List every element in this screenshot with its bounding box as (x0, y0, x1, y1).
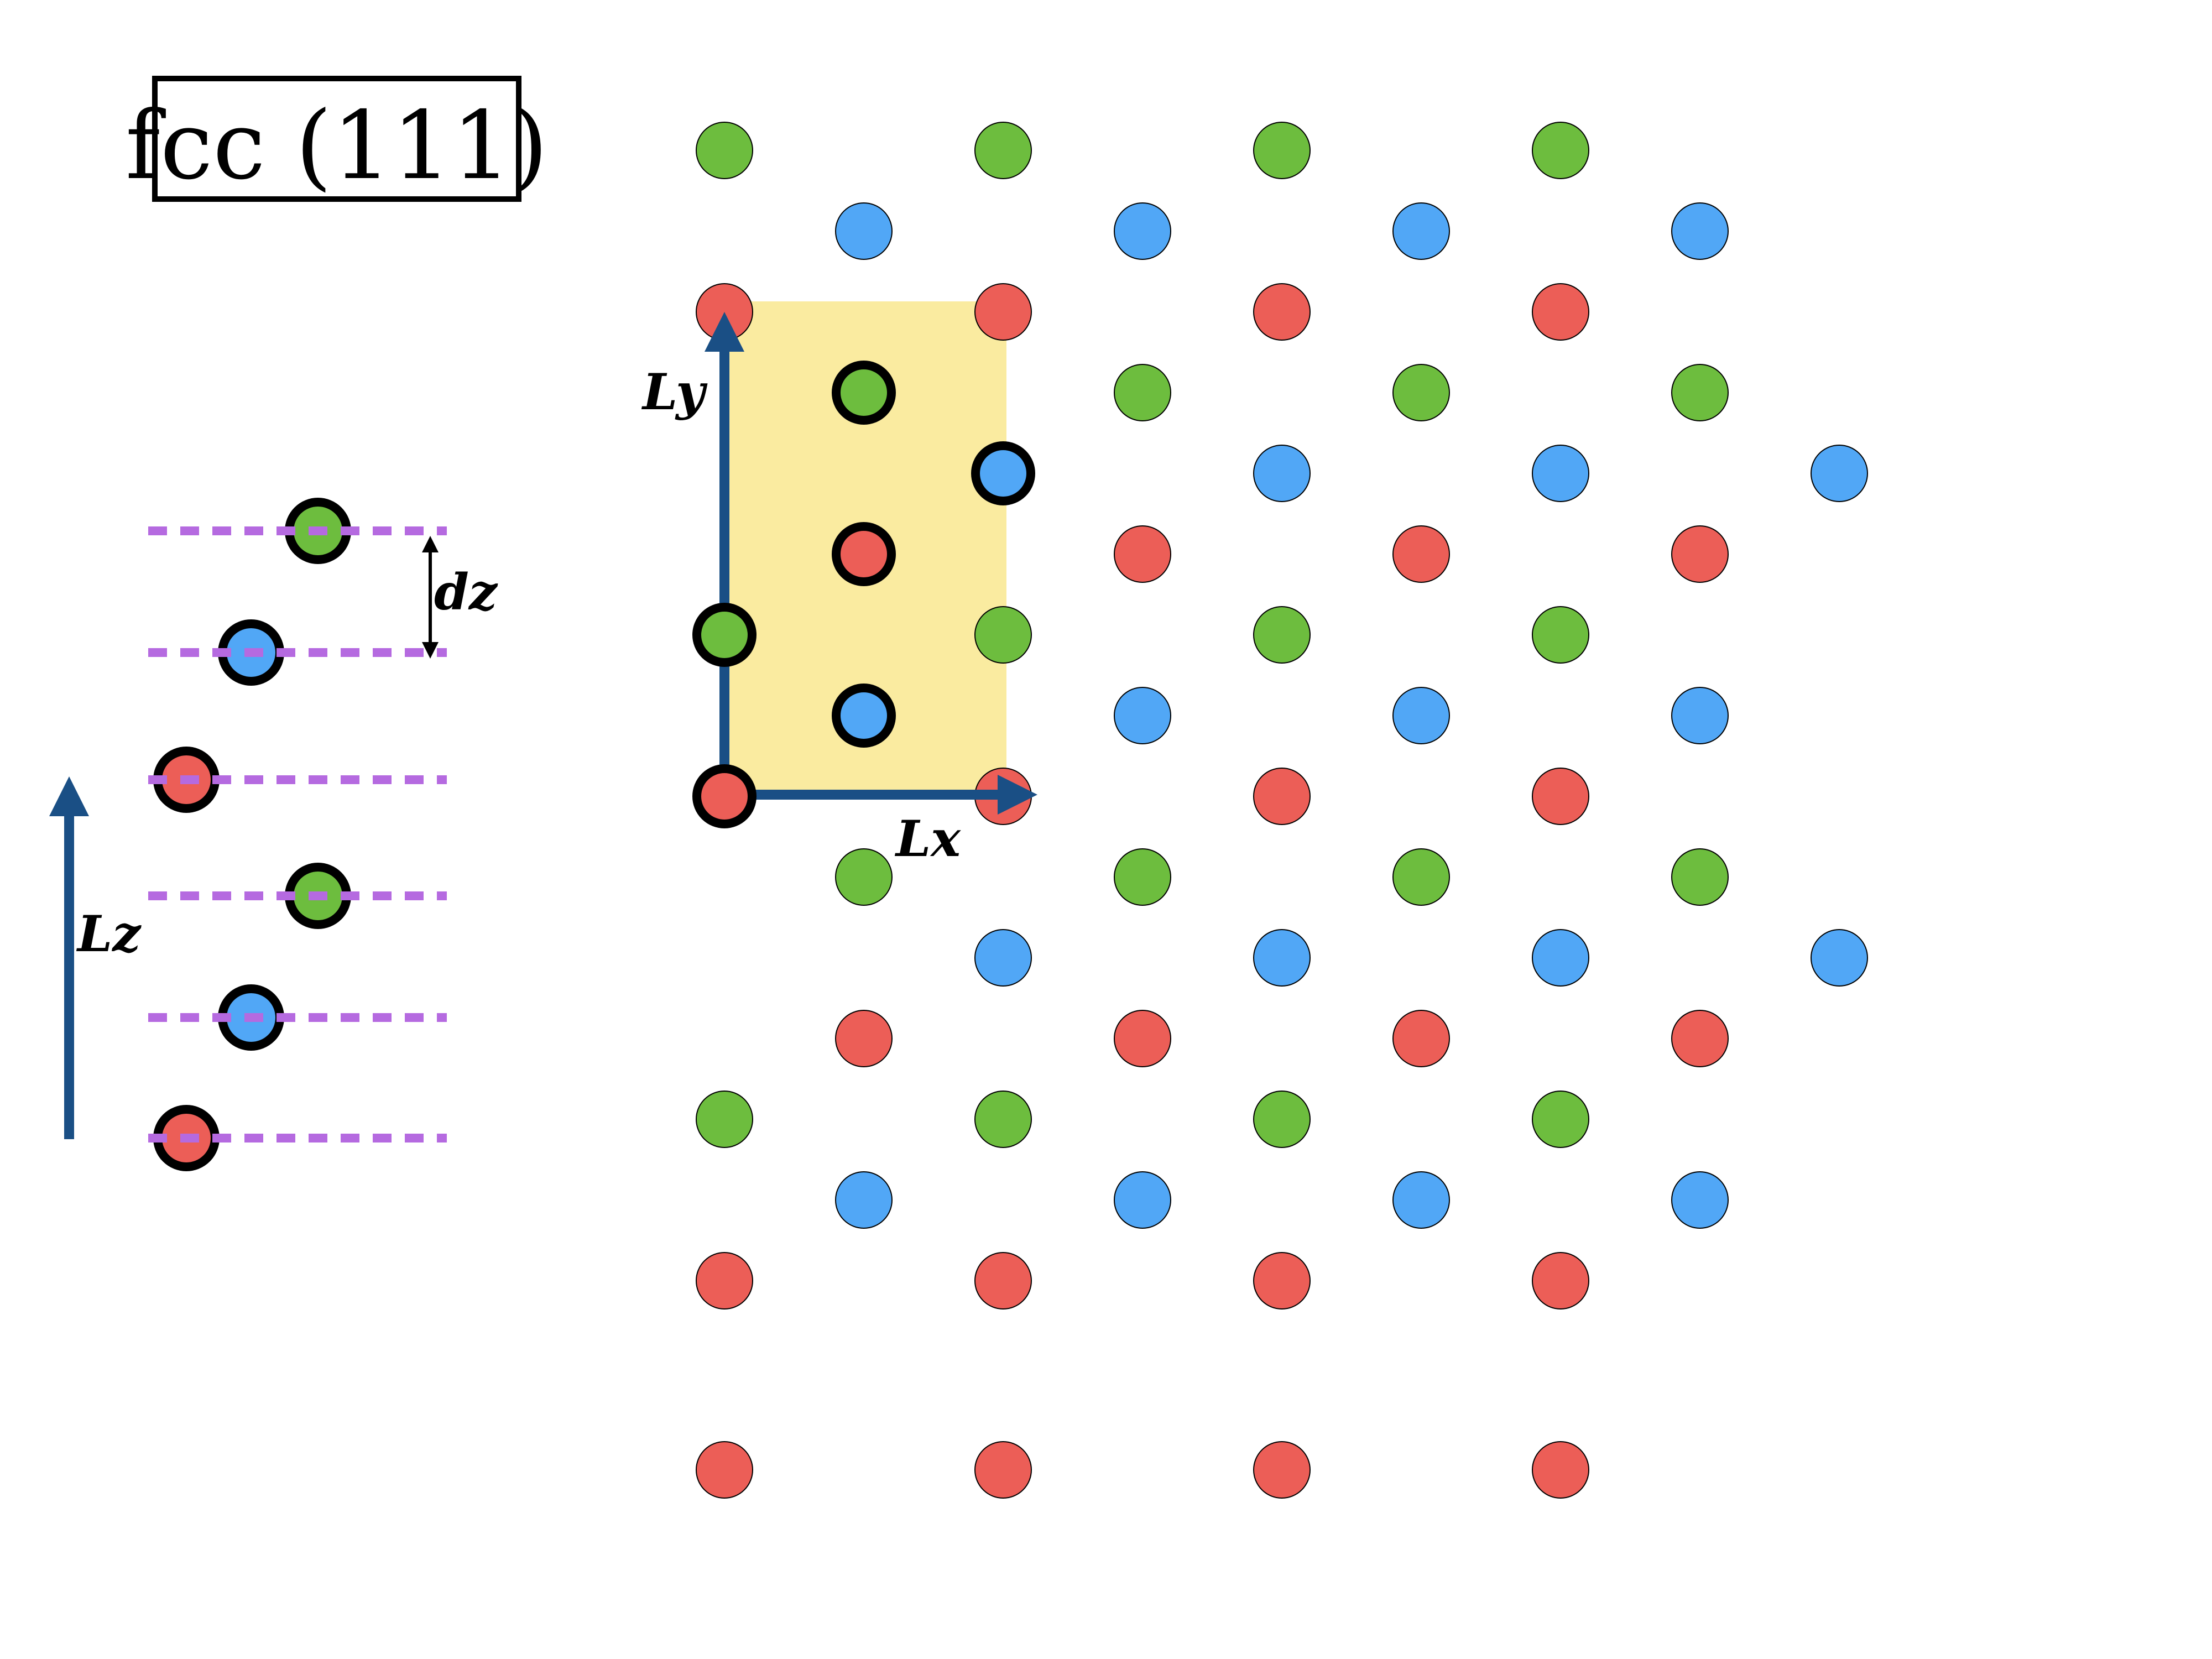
stack-layers (148, 498, 447, 1171)
atom-a (974, 1252, 1032, 1310)
atom-b (1532, 929, 1589, 987)
layer-stack-side-view: Lz dz (49, 498, 498, 1171)
atom-a (1253, 768, 1311, 825)
ly-label: Ly (641, 363, 708, 421)
atom-b (835, 1171, 893, 1229)
title-box: fcc (111) (126, 76, 549, 202)
atom-a (1114, 1010, 1171, 1067)
atom-a (1532, 1441, 1589, 1499)
unit-cell-atoms (692, 361, 1035, 828)
atom-b (1392, 202, 1450, 260)
atom-c (1253, 606, 1311, 664)
cell-atom-a (692, 764, 757, 828)
atom-c (696, 1091, 753, 1148)
page-title: fcc (111) (126, 91, 549, 201)
atom-c (1253, 122, 1311, 179)
atom-c (835, 848, 893, 906)
cell-atom-a (832, 522, 896, 586)
atom-c (1392, 364, 1450, 421)
atom-c (974, 122, 1032, 179)
atom-a (1253, 283, 1311, 341)
atom-c (1532, 606, 1589, 664)
atom-a (1532, 1252, 1589, 1310)
lattice-atoms (696, 122, 1868, 1499)
atom-a (835, 1010, 893, 1067)
atom-b (1671, 687, 1729, 744)
atom-c (974, 606, 1032, 664)
atom-a (1671, 1010, 1729, 1067)
atom-b (1392, 687, 1450, 744)
cell-atom-c (692, 603, 757, 667)
atom-b (835, 202, 893, 260)
atom-b (1671, 1171, 1729, 1229)
lz-label: Lz (76, 905, 142, 963)
atom-c (1532, 122, 1589, 179)
atom-b (1392, 1171, 1450, 1229)
cell-atom-b (971, 441, 1035, 505)
lattice-vectors: Ly Lx (641, 312, 1037, 868)
atom-b (974, 929, 1032, 987)
atom-c (974, 1091, 1032, 1148)
atom-b (1114, 1171, 1171, 1229)
atom-c (1114, 848, 1171, 906)
cell-atom-c (832, 361, 896, 425)
atom-a (696, 1441, 753, 1499)
lx-label: Lx (894, 810, 961, 868)
atom-a (1392, 525, 1450, 583)
atom-c (1671, 848, 1729, 906)
atom-b (1114, 687, 1171, 744)
atom-a (1253, 1252, 1311, 1310)
atom-b (1253, 445, 1311, 502)
atom-b (1811, 929, 1868, 987)
atom-a (974, 1441, 1032, 1499)
title-frame (152, 76, 521, 202)
atom-a (1253, 1441, 1311, 1499)
atom-a (696, 283, 753, 341)
atom-a (1532, 768, 1589, 825)
atom-a (1392, 1010, 1450, 1067)
atom-c (1671, 364, 1729, 421)
atom-b (1671, 202, 1729, 260)
dz-label: dz (434, 563, 498, 622)
atom-c (696, 122, 753, 179)
atom-c (1392, 848, 1450, 906)
atom-a (1114, 525, 1171, 583)
atom-b (1811, 445, 1868, 502)
cell-atom-b (832, 684, 896, 748)
atom-a (1532, 283, 1589, 341)
atom-b (1253, 929, 1311, 987)
atom-c (1114, 364, 1171, 421)
atom-a (974, 283, 1032, 341)
atom-b (1114, 202, 1171, 260)
atom-c (1532, 1091, 1589, 1148)
atom-a (1671, 525, 1729, 583)
atom-c (1253, 1091, 1311, 1148)
atom-a (696, 1252, 753, 1310)
atom-b (1532, 445, 1589, 502)
